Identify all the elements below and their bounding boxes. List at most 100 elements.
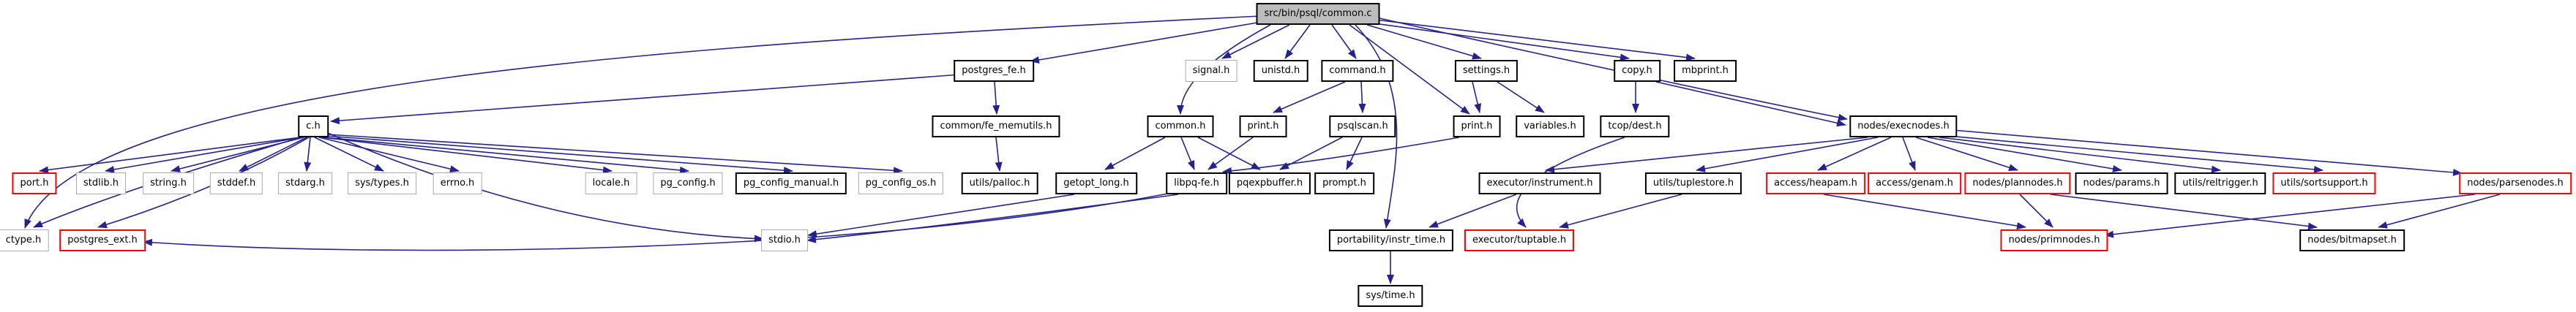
- edge-common_h-getoptlong: [1104, 137, 1166, 170]
- edge-common_h-libpqfe: [1180, 137, 1195, 170]
- graph-node-plannodes[interactable]: nodes/plannodes.h: [1964, 172, 2071, 194]
- graph-node-libpqfe[interactable]: libpq-fe.h: [1166, 172, 1227, 194]
- edge-command-print1: [1273, 81, 1346, 113]
- graph-node-pgconfig[interactable]: pg_config.h: [653, 172, 723, 194]
- edge-heapam-primnodes: [1823, 194, 2026, 230]
- graph-node-systypes[interactable]: sys/types.h: [348, 172, 416, 194]
- edge-parsenodes-bitmapset: [2378, 194, 2501, 229]
- graph-node-mbprint[interactable]: mbprint.h: [1674, 60, 1737, 82]
- edge-parsenodes-primnodes: [2104, 194, 2476, 238]
- edge-root-postgres_fe: [1030, 21, 1262, 64]
- edge-print1-libpqfe: [1208, 137, 1254, 170]
- edge-execnodes-instrument: [1545, 137, 1868, 173]
- edge-execnodes-genam: [1902, 137, 1916, 171]
- edge-execnodes-parsenodes: [1952, 129, 2463, 176]
- graph-node-tuplestore[interactable]: utils/tuplestore.h: [1644, 172, 1742, 194]
- graph-node-stdio[interactable]: stdio.h: [761, 229, 808, 251]
- graph-node-root[interactable]: src/bin/psql/common.c: [1256, 3, 1380, 25]
- edge-ch-port: [39, 137, 301, 174]
- graph-node-stdlib[interactable]: stdlib.h: [76, 172, 126, 194]
- edge-ch-systypes: [314, 137, 384, 172]
- edge-execnodes-heapam: [1817, 137, 1892, 171]
- edge-tuplestore-tuptable: [1559, 194, 1682, 229]
- graph-node-execnodes[interactable]: nodes/execnodes.h: [1849, 115, 1958, 137]
- edge-root-instr_time: [1355, 24, 1398, 229]
- edge-postgres_fe-ch: [330, 74, 961, 125]
- edge-command-psqlscan: [1358, 81, 1366, 113]
- graph-node-fe_memutils[interactable]: common/fe_memutils.h: [932, 115, 1060, 137]
- edge-copy-execnodes: [1655, 81, 1846, 127]
- edge-root-execnodes: [1376, 17, 1848, 121]
- graph-node-primnodes[interactable]: nodes/primnodes.h: [2000, 229, 2108, 251]
- graph-node-params[interactable]: nodes/params.h: [2075, 172, 2168, 194]
- edge-execnodes-params: [1927, 137, 2122, 172]
- edge-ch-ctype: [33, 137, 302, 228]
- graph-node-pgconfigmanual[interactable]: pg_config_manual.h: [735, 172, 847, 194]
- graph-node-psqlscan[interactable]: psqlscan.h: [1329, 115, 1396, 137]
- edge-root-print2: [1349, 24, 1470, 115]
- edge-fe_memutils-palloc: [995, 137, 1003, 172]
- graph-node-common_h[interactable]: common.h: [1147, 115, 1214, 137]
- edge-execnodes-plannodes: [1915, 137, 2018, 172]
- graph-node-sortsupport[interactable]: utils/sortsupport.h: [2272, 172, 2376, 194]
- graph-node-variables[interactable]: variables.h: [1516, 115, 1584, 137]
- edge-settings-print2: [1472, 81, 1482, 113]
- graph-node-prompt[interactable]: prompt.h: [1314, 172, 1374, 194]
- edge-ch-locale: [321, 137, 613, 174]
- graph-node-parsenodes[interactable]: nodes/parsenodes.h: [2459, 172, 2572, 194]
- edge-execnodes-reltrigger: [1939, 137, 2221, 173]
- graph-node-instrument[interactable]: executor/instrument.h: [1478, 172, 1601, 194]
- edge-execnodes-sortsupport: [1947, 135, 2324, 173]
- graph-node-unistd[interactable]: unistd.h: [1253, 60, 1308, 82]
- graph-node-dest[interactable]: tcop/dest.h: [1600, 115, 1670, 137]
- graph-node-settings[interactable]: settings.h: [1454, 60, 1519, 82]
- graph-node-palloc[interactable]: utils/palloc.h: [961, 172, 1038, 194]
- graph-node-getoptlong[interactable]: getopt_long.h: [1055, 172, 1137, 194]
- graph-node-print2[interactable]: print.h: [1453, 115, 1501, 137]
- graph-node-command[interactable]: command.h: [1321, 60, 1394, 82]
- graph-node-bitmapset[interactable]: nodes/bitmapset.h: [2299, 229, 2405, 251]
- edge-ch-stddef: [239, 137, 307, 172]
- edge-plannodes-bitmapset: [2050, 194, 2318, 230]
- graph-node-pqexpbuffer[interactable]: pqexpbuffer.h: [1228, 172, 1311, 194]
- graph-node-signal[interactable]: signal.h: [1185, 60, 1238, 82]
- graph-node-print1[interactable]: print.h: [1239, 115, 1287, 137]
- edge-ch-postgres_ext: [97, 137, 310, 229]
- graph-node-postgres_ext[interactable]: postgres_ext.h: [59, 229, 146, 251]
- edge-ch-pgconfig: [324, 137, 689, 174]
- edge-settings-variables: [1497, 81, 1545, 113]
- edge-common_h-pqexpbuffer: [1197, 137, 1261, 170]
- edge-root-command: [1331, 24, 1357, 59]
- graph-node-pgconfigos[interactable]: pg_config_os.h: [858, 172, 944, 194]
- edge-ch-pgconfigos: [327, 134, 903, 175]
- graph-node-stddef[interactable]: stddef.h: [209, 172, 263, 194]
- edge-root-unistd: [1284, 24, 1311, 59]
- graph-node-systime[interactable]: sys/time.h: [1358, 285, 1423, 307]
- graph-node-string[interactable]: string.h: [143, 172, 194, 194]
- edge-ch-stdio: [327, 132, 764, 243]
- graph-node-ctype[interactable]: ctype.h: [0, 229, 49, 251]
- edge-root-mbprint: [1375, 19, 1696, 61]
- graph-node-heapam[interactable]: access/heapam.h: [1766, 172, 1865, 194]
- edge-root-signal: [1221, 24, 1290, 59]
- edge-postgres_fe-fe_memutils: [992, 81, 1000, 115]
- edge-libpqfe-postgres_ext: [143, 191, 1176, 251]
- graph-node-instr_time[interactable]: portability/instr_time.h: [1328, 229, 1454, 251]
- graph-node-port[interactable]: port.h: [12, 172, 57, 194]
- edge-print2-libpqfe: [1222, 137, 1460, 175]
- graph-node-tuptable[interactable]: executor/tuptable.h: [1464, 229, 1575, 251]
- graph-node-reltrigger[interactable]: utils/reltrigger.h: [2174, 172, 2266, 194]
- graph-node-genam[interactable]: access/genam.h: [1868, 172, 1961, 194]
- edge-instrument-instr_time: [1429, 194, 1517, 228]
- edge-getoptlong-stdio: [807, 194, 1075, 238]
- graph-node-errno[interactable]: errno.h: [433, 172, 482, 194]
- edge-ch-pgconfigmanual: [326, 135, 793, 175]
- graph-node-locale[interactable]: locale.h: [585, 172, 637, 194]
- graph-node-stdarg[interactable]: stdarg.h: [278, 172, 332, 194]
- graph-node-ch[interactable]: c.h: [298, 115, 329, 137]
- graph-node-postgres_fe[interactable]: postgres_fe.h: [954, 60, 1034, 82]
- graph-node-copy[interactable]: copy.h: [1614, 60, 1660, 82]
- edge-ch-stdlib: [105, 137, 302, 173]
